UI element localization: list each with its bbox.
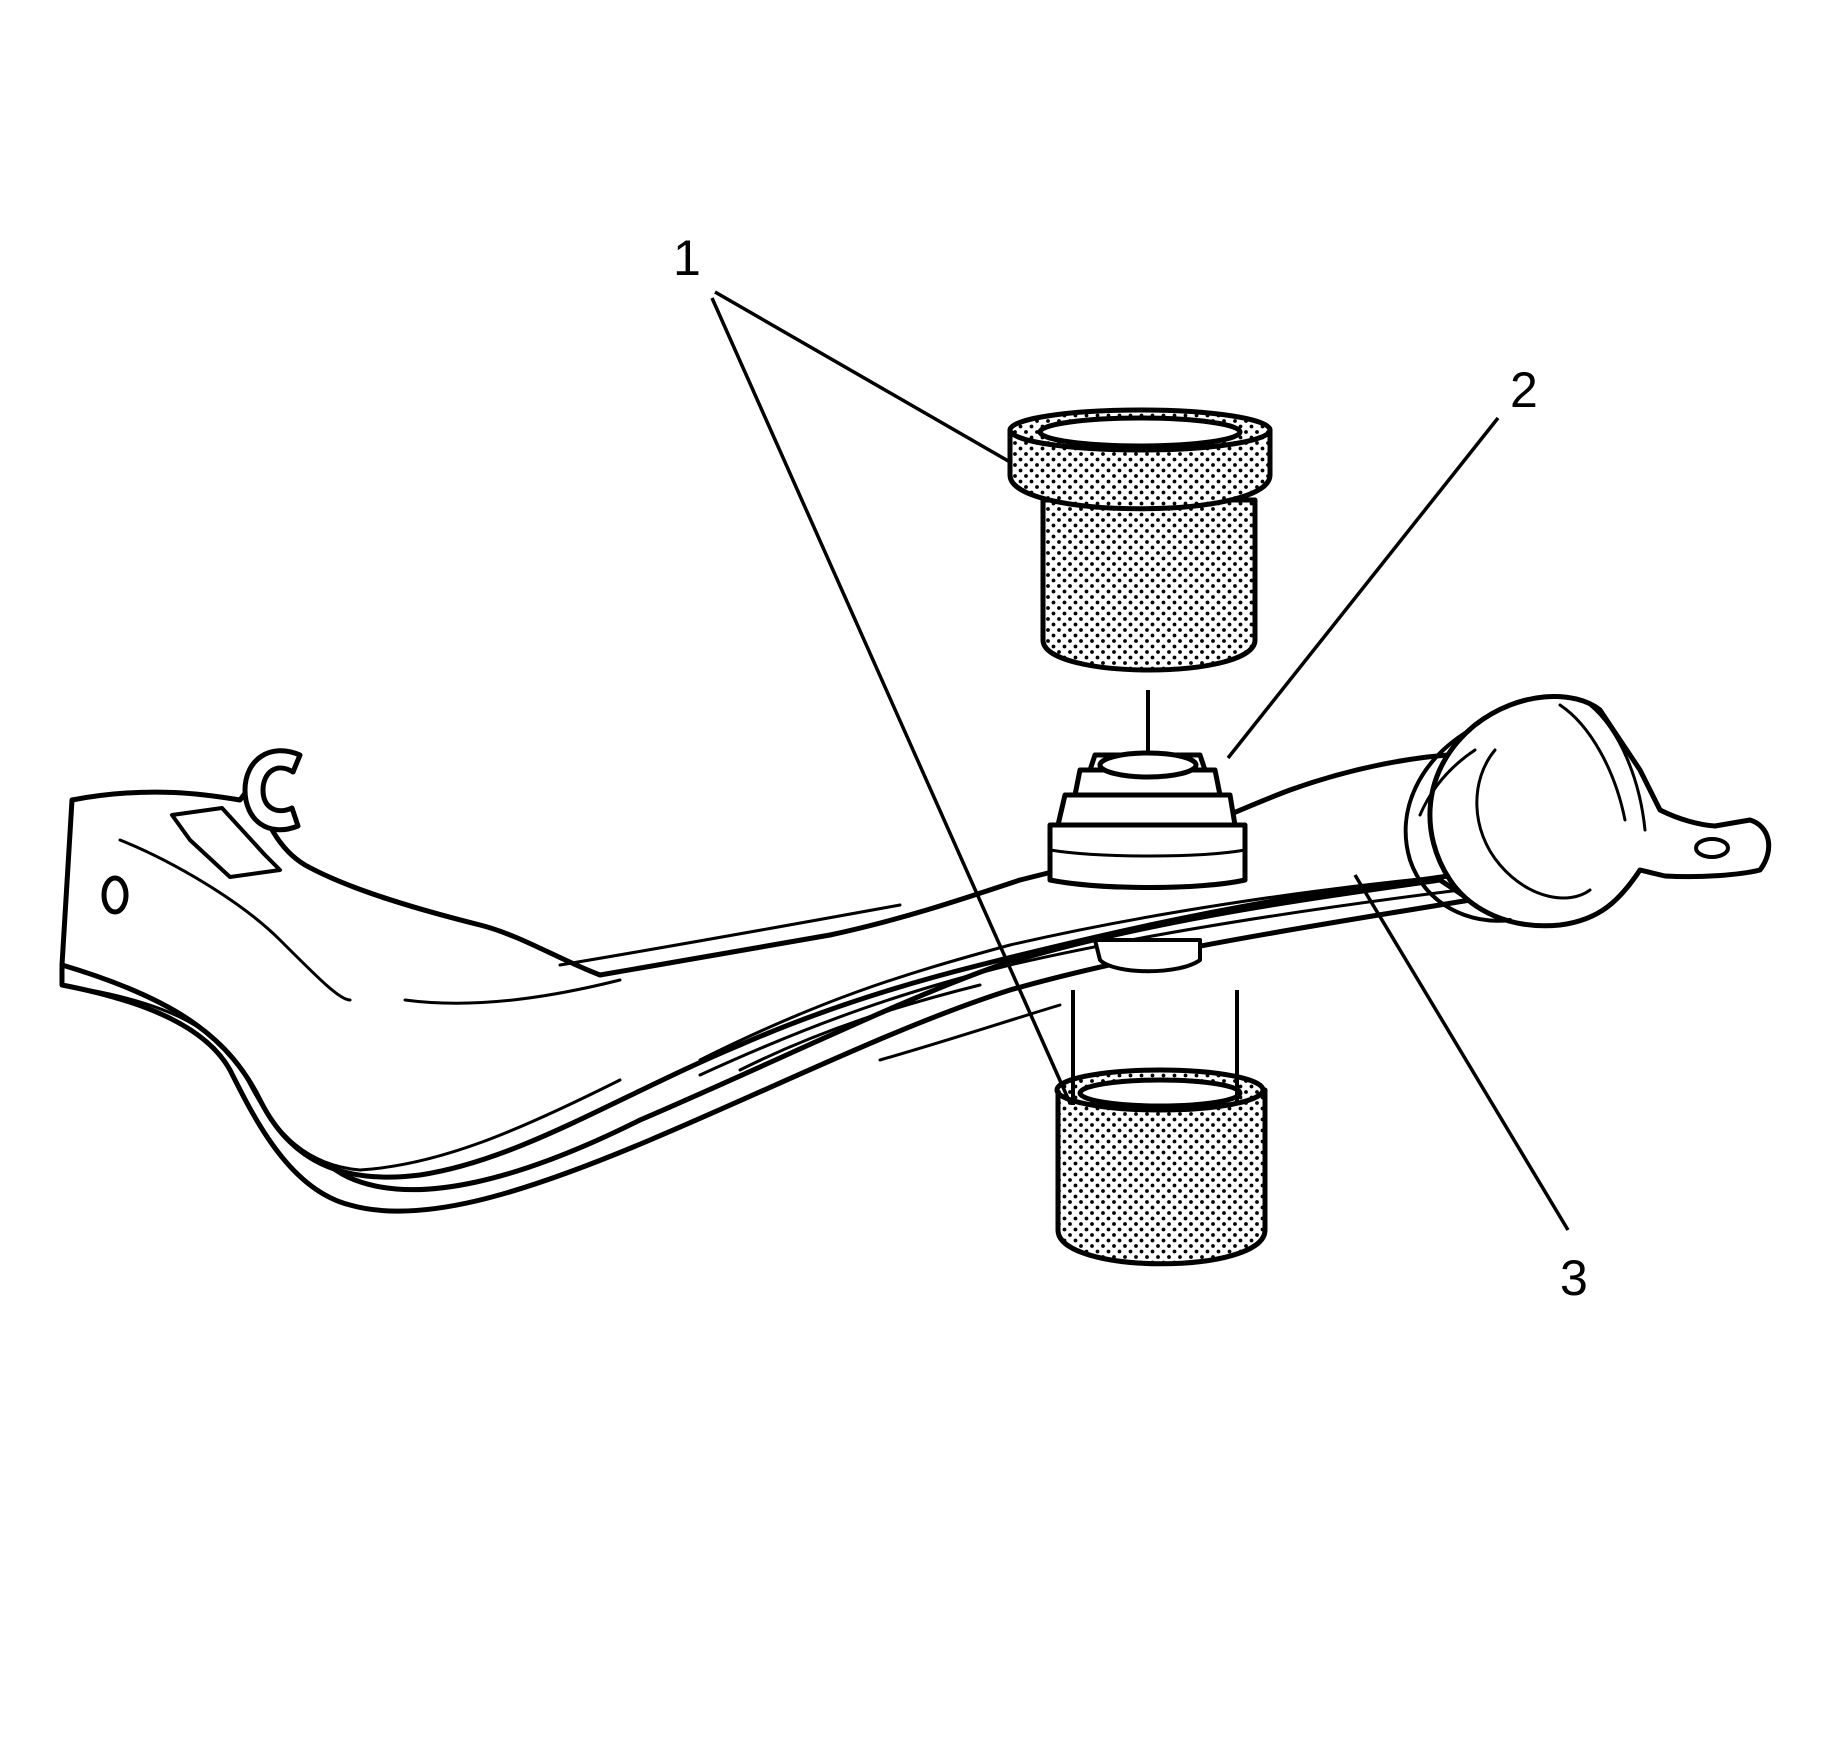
mounting-pad <box>170 806 282 879</box>
rear-bushing-housing <box>1403 694 1772 929</box>
callout-3: 3 <box>1560 1250 1588 1306</box>
callout-1: 1 <box>673 230 701 286</box>
mounting-hole <box>101 875 129 915</box>
seated-bushing <box>1047 690 1248 974</box>
leader-3 <box>1353 874 1570 1231</box>
upper-bushing <box>1007 407 1273 673</box>
callout-labels: 1 2 3 <box>673 230 1588 1306</box>
control-arm <box>59 694 1772 1214</box>
leader-2 <box>1226 416 1500 760</box>
leader-lines <box>710 290 1570 1231</box>
callout-2: 2 <box>1510 362 1538 418</box>
leader-1a <box>714 290 1011 464</box>
leader-1b <box>710 297 1072 1104</box>
c-clip <box>242 748 303 833</box>
lower-bushing <box>1054 990 1268 1267</box>
